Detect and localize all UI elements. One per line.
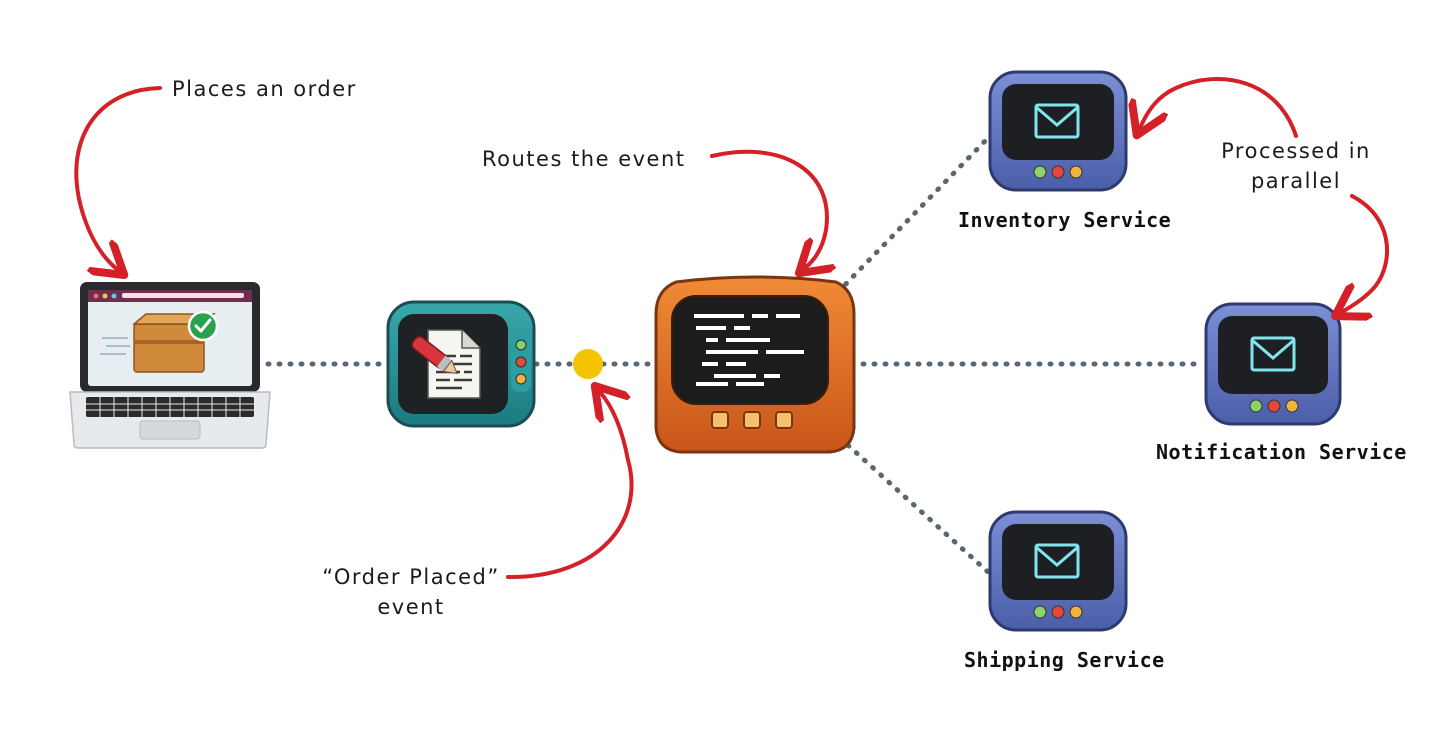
inventory-service-label: Inventory Service xyxy=(958,208,1172,232)
document-pen-icon xyxy=(386,300,536,428)
mail-icon xyxy=(1204,302,1342,426)
connector-router-inventory xyxy=(835,135,991,295)
annotation-processed-parallel: Processed in parallel xyxy=(1208,136,1384,196)
terminal-icon xyxy=(654,275,856,454)
connectors xyxy=(265,135,1203,575)
shipping-service-label: Shipping Service xyxy=(964,648,1165,672)
annotation-places-order: Places an order xyxy=(172,77,357,101)
arrow-processed-inventory xyxy=(1140,76,1298,136)
arrow-places-order xyxy=(74,86,162,270)
annotation-order-placed: “Order Placed” event xyxy=(316,562,506,622)
event-dot-icon xyxy=(573,349,603,379)
annotation-order-placed-line1: “Order Placed” xyxy=(322,565,500,589)
mail-icon xyxy=(988,70,1128,192)
arrow-routes-event xyxy=(710,149,827,268)
annotation-processed-line2: parallel xyxy=(1250,169,1342,193)
annotation-order-placed-line2: event xyxy=(377,595,445,619)
notification-service-label: Notification Service xyxy=(1156,440,1407,464)
arrow-order-placed xyxy=(506,392,634,580)
laptop-icon xyxy=(69,282,271,449)
arrow-processed-notification xyxy=(1342,194,1389,312)
annotation-processed-line1: Processed in xyxy=(1221,139,1371,163)
annotation-arrows xyxy=(74,76,1389,580)
mail-icon xyxy=(988,510,1128,632)
connector-router-shipping xyxy=(837,435,991,575)
annotation-routes-event: Routes the event xyxy=(482,147,686,171)
